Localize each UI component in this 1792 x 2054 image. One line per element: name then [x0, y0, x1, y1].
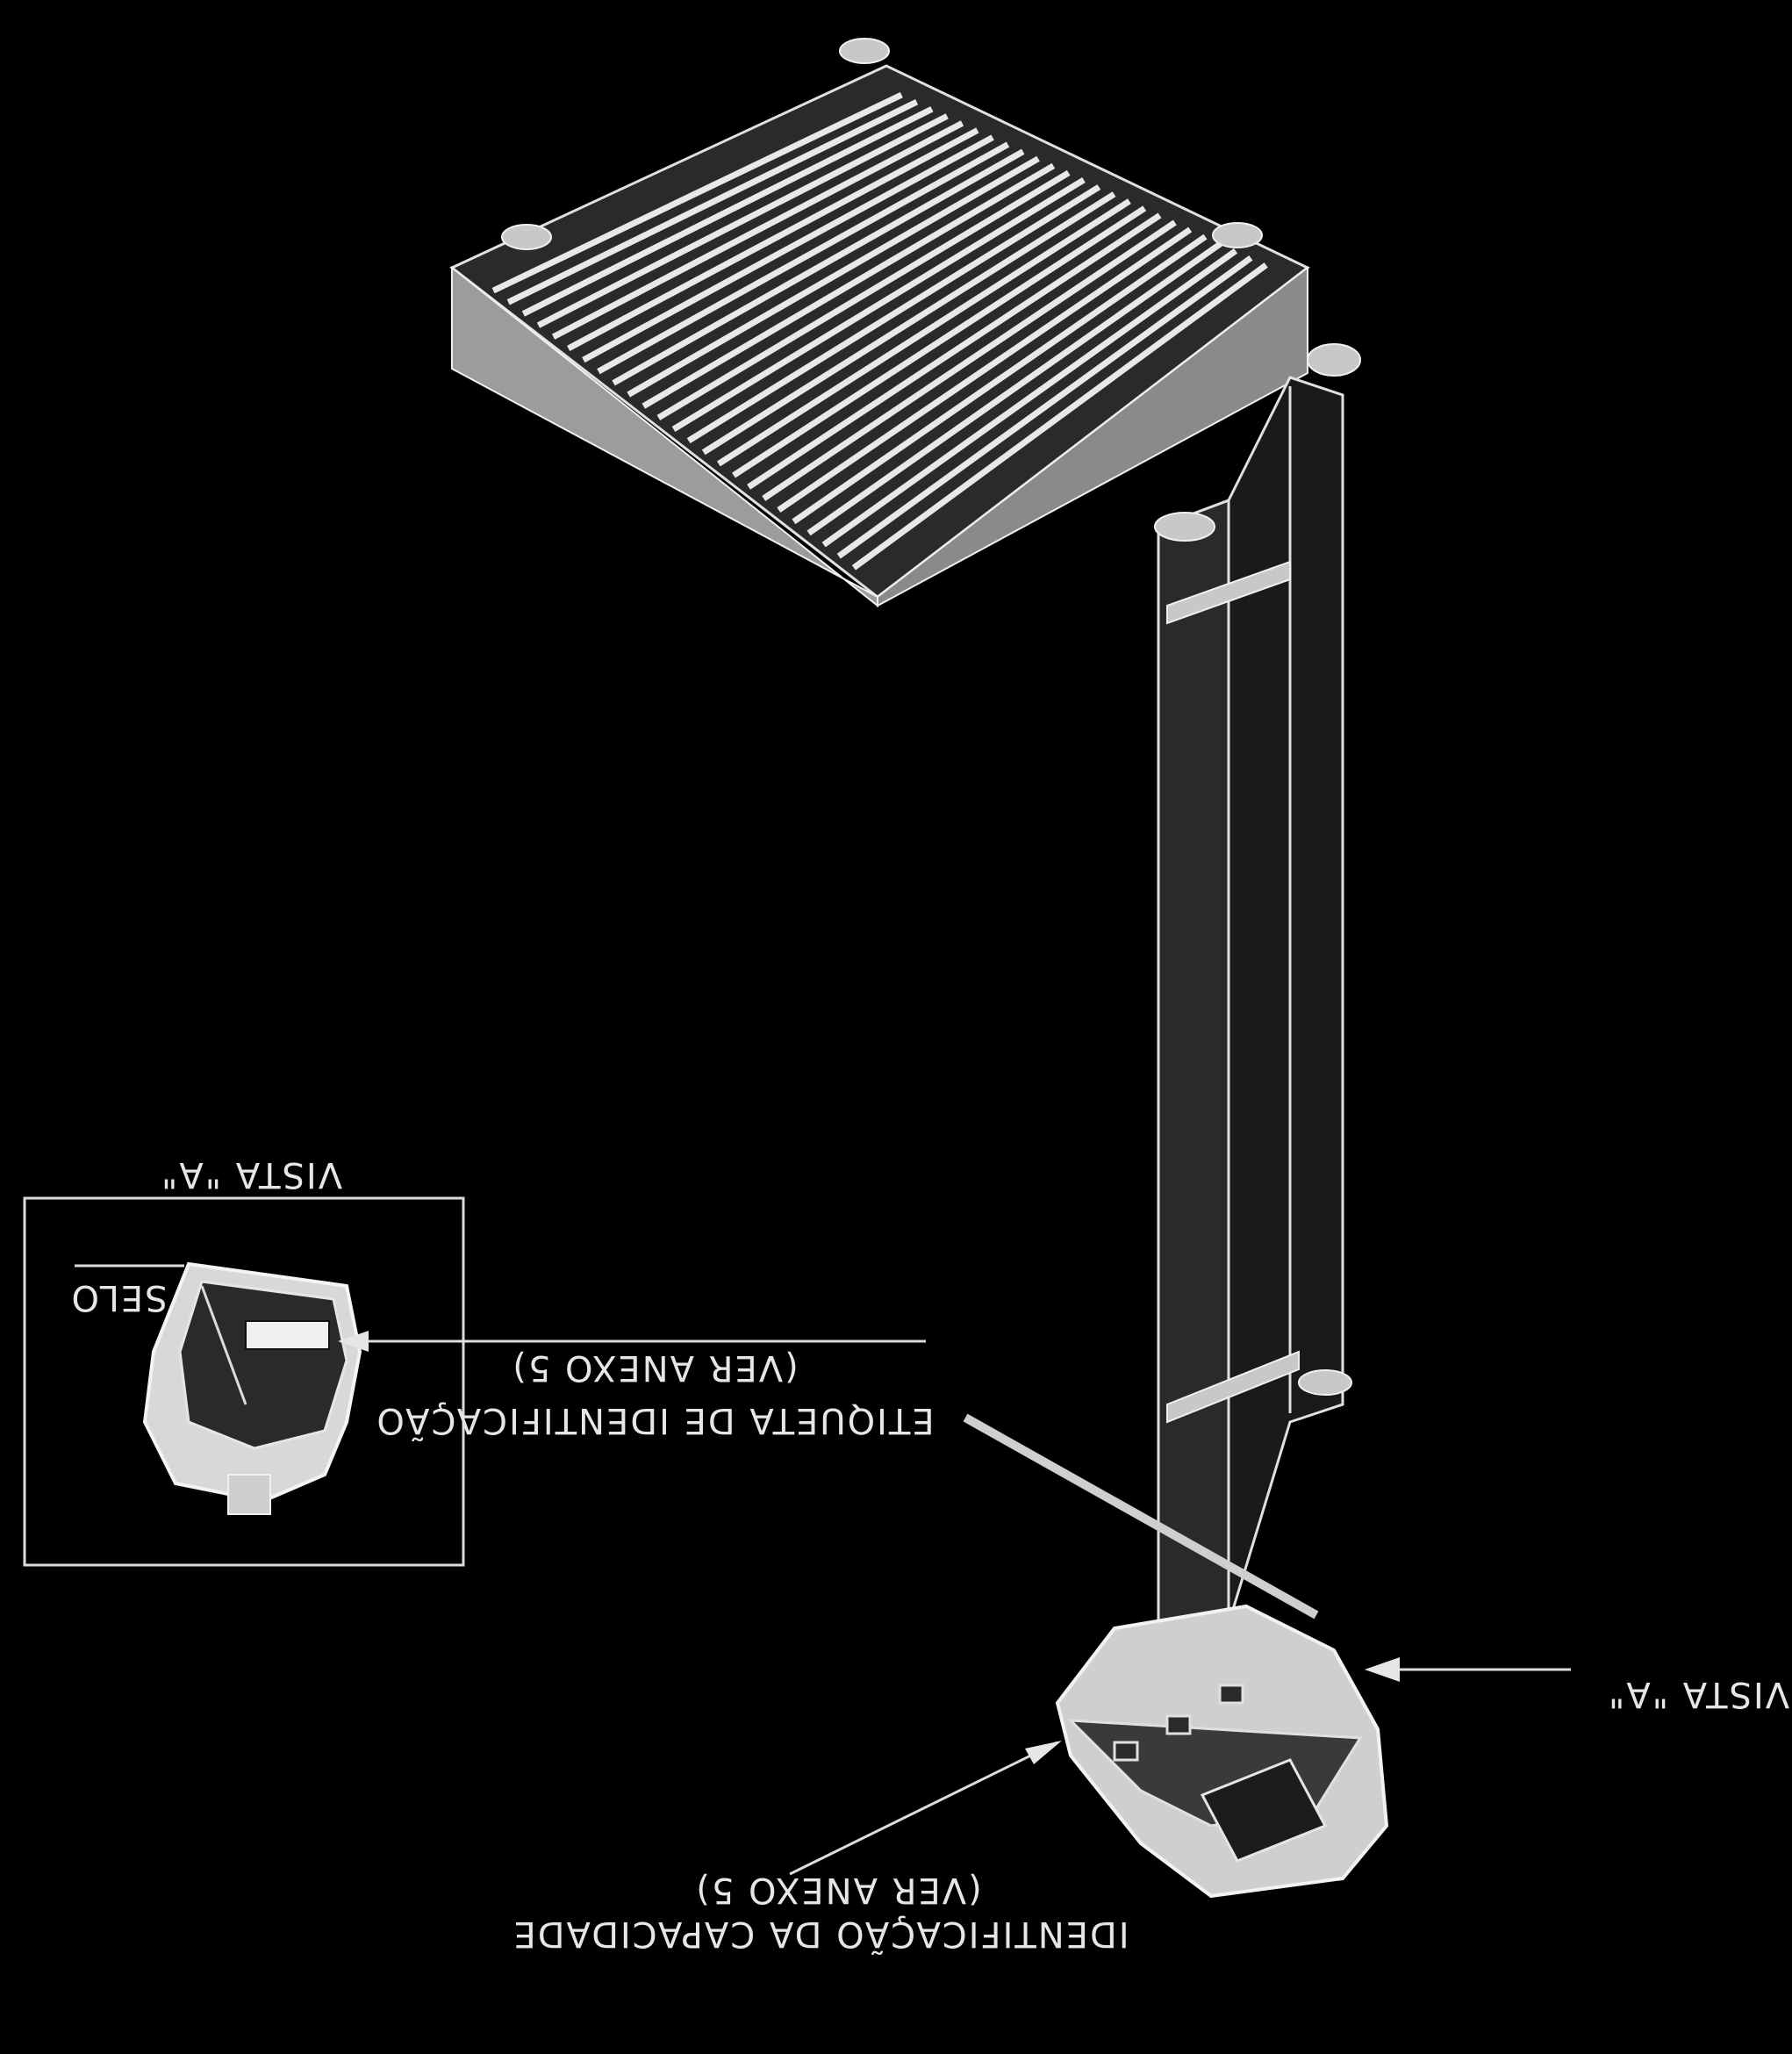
platform-rib — [506, 99, 919, 305]
capacidade-arrowhead — [1025, 1741, 1062, 1764]
inset-frame — [23, 1196, 465, 1567]
capacidade-leader-line — [789, 1741, 1058, 1876]
diagonal-rod — [963, 1413, 1319, 1620]
inset-mount — [227, 1474, 271, 1515]
platform-rib — [762, 219, 1177, 501]
column-front — [1157, 498, 1230, 1643]
scale-platform — [449, 38, 1361, 608]
bracket-lower — [1166, 1350, 1300, 1424]
platform-rib — [701, 191, 1116, 456]
platform-rib — [536, 113, 949, 328]
platform-rib — [836, 255, 1253, 559]
platform-rib — [671, 177, 1086, 432]
capacidade-label-line1: IDENTIFICAÇÃO DA CAPACIDADE — [512, 1914, 1129, 1956]
etiqueta-arrowhead — [338, 1331, 369, 1352]
capacidade-label-line2: (VER ANEXO 5) — [694, 1870, 981, 1910]
selo-label: SELO — [69, 1277, 167, 1318]
platform-rib — [821, 248, 1238, 548]
platform-rib — [716, 198, 1131, 467]
platform-rib — [792, 233, 1208, 525]
platform-foot-1 — [839, 38, 890, 64]
annotations: VISTA "A" SELO (VER ANEXO 5) ETIQUETA DE… — [69, 1154, 1789, 1956]
platform-rib — [567, 127, 979, 352]
platform-rib — [656, 169, 1071, 420]
platform-ribs — [491, 91, 1268, 571]
platform-rib — [627, 155, 1040, 398]
vista-arrow-label: VISTA "A" — [1607, 1674, 1789, 1714]
indicator-key-1 — [1113, 1741, 1139, 1762]
platform-rib — [521, 106, 934, 317]
indicator-display — [1200, 1758, 1328, 1863]
scale-column — [963, 376, 1352, 1643]
etiqueta-label-line2: (VER ANEXO 5) — [511, 1347, 798, 1388]
inset-indicator-face — [178, 1280, 348, 1450]
indicator-key-2 — [1165, 1714, 1192, 1735]
indicator-key-3 — [1218, 1684, 1244, 1705]
vista-arrowhead — [1365, 1657, 1400, 1682]
selo-leader-diagonal — [200, 1285, 247, 1405]
column-cap — [1154, 512, 1215, 542]
platform-side-right — [877, 265, 1308, 607]
platform-rib — [491, 91, 903, 294]
platform-rib — [642, 162, 1056, 409]
etiqueta-label-line1: ETIQUETA DE IDENTIFICAÇÃO — [375, 1400, 934, 1442]
platform-rib — [612, 148, 1025, 386]
platform-rib — [851, 262, 1268, 571]
bracket-upper — [1166, 560, 1291, 625]
platform-knob — [1307, 343, 1361, 377]
platform-rib — [732, 205, 1147, 478]
platform-rib — [597, 141, 1010, 375]
column-bottom-cap — [1298, 1369, 1352, 1396]
platform-rib — [747, 212, 1162, 490]
platform-foot-2 — [501, 224, 552, 250]
inset-identification-label — [245, 1320, 330, 1350]
platform-foot-3 — [1212, 222, 1263, 248]
platform-rib — [551, 120, 964, 340]
vista-box-title: VISTA "A" — [160, 1154, 342, 1195]
platform-rib — [686, 184, 1101, 444]
platform-rib — [582, 134, 994, 363]
vista-a-inset — [23, 1196, 465, 1567]
leaders — [338, 1331, 1571, 1876]
platform-rib — [806, 241, 1222, 536]
platform-rib — [777, 226, 1193, 513]
indicator-head — [1055, 1604, 1389, 1899]
